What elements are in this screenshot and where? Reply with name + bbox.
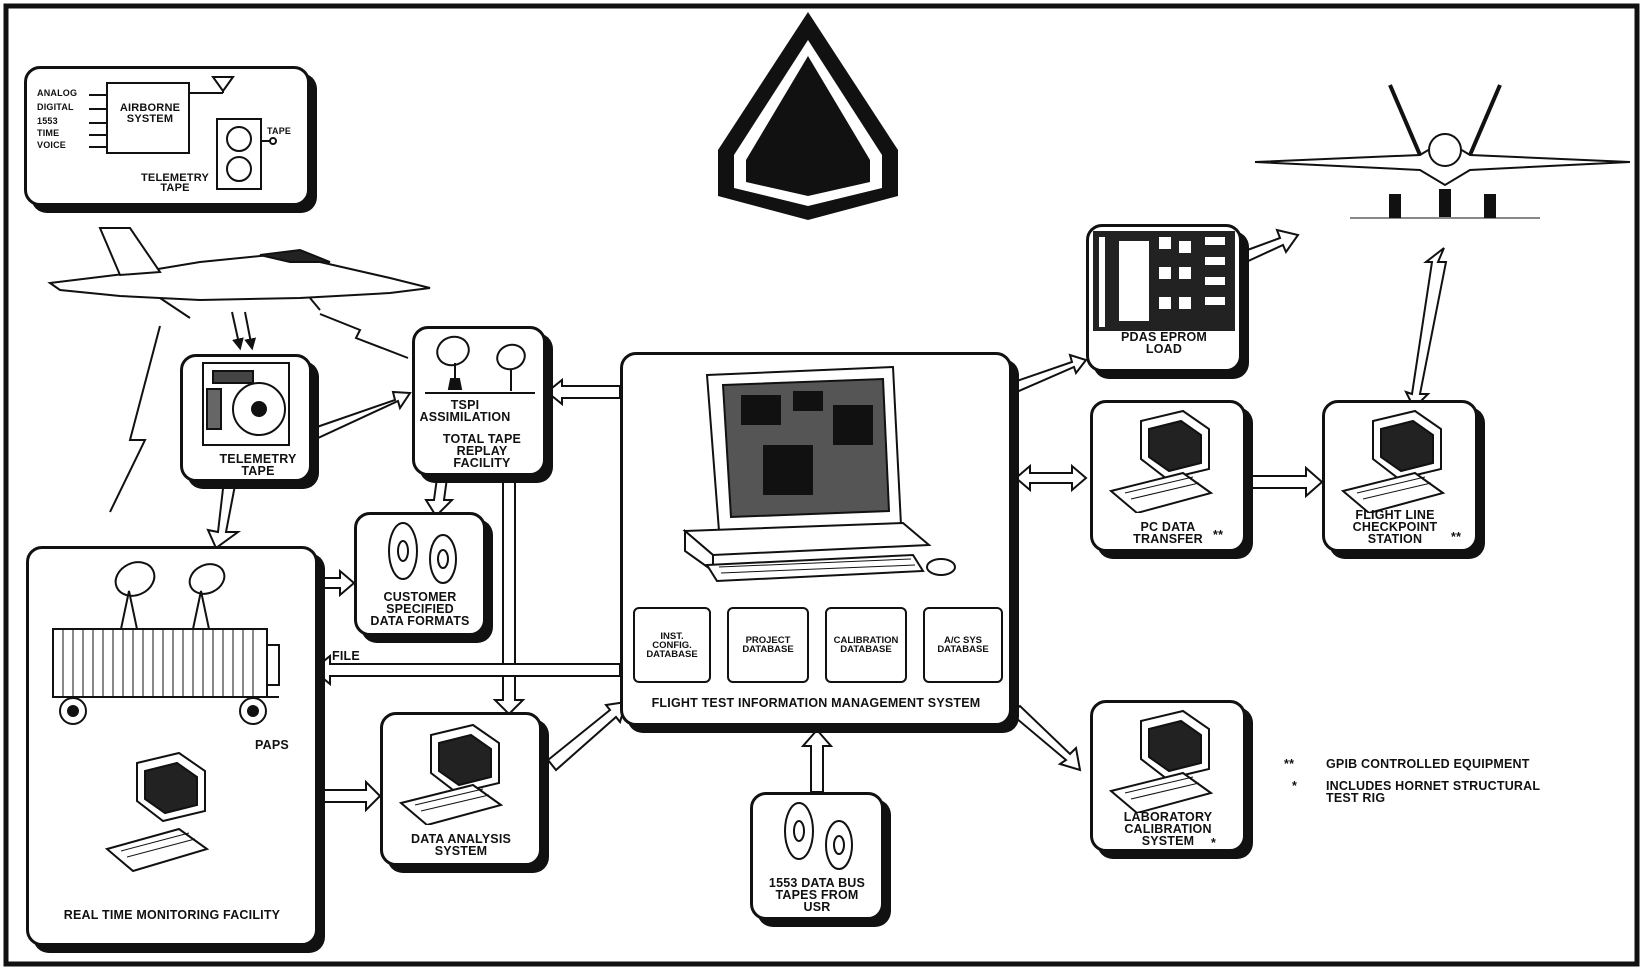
- flight-line-panel: FLIGHT LINE CHECKPOINT STATION **: [1322, 400, 1478, 552]
- lab-cal-label: LABORATORY CALIBRATION SYSTEM: [1109, 811, 1227, 847]
- file-label: FILE: [332, 650, 360, 662]
- input-1553: 1553: [37, 117, 58, 126]
- total-tape-replay-label: TOTAL TAPE REPLAY FACILITY: [425, 433, 539, 469]
- radar-dish-icon: [415, 329, 543, 399]
- input-digital: DIGITAL: [37, 103, 74, 112]
- airborne-tape-side-label: TAPE: [267, 127, 291, 136]
- pdas-label: PDAS EPROM LOAD: [1089, 331, 1239, 355]
- ftims-panel: INST. CONFIG. DATABASE PROJECT DATABASE …: [620, 352, 1012, 726]
- customer-formats-panel: CUSTOMER SPECIFIED DATA FORMATS: [354, 512, 486, 636]
- airborne-tape-label: TELEMETRY TAPE: [133, 173, 217, 193]
- telemetry-tape-panel: TELEMETRY TAPE: [180, 354, 312, 482]
- ftims-label: FLIGHT TEST INFORMATION MANAGEMENT SYSTE…: [623, 697, 1009, 709]
- input-analog: ANALOG: [37, 89, 77, 98]
- pdas-panel: PDAS EPROM LOAD: [1086, 224, 1242, 372]
- computer-icon: [1093, 403, 1243, 513]
- workstation-icon: [623, 355, 1009, 583]
- tspi-label: TSPI ASSIMILATION: [415, 399, 515, 423]
- realtime-monitoring-label: REAL TIME MONITORING FACILITY: [29, 909, 315, 921]
- ardl-logo-icon: [718, 12, 898, 220]
- data-analysis-panel: DATA ANALYSIS SYSTEM: [380, 712, 542, 866]
- lightning-icon: [320, 314, 408, 358]
- computer-icon: [1093, 703, 1243, 813]
- legend-mark-gpib: **: [1284, 758, 1294, 770]
- computer-icon: [383, 715, 539, 825]
- jet-front-icon: [1255, 85, 1630, 218]
- inst-config-database: INST. CONFIG. DATABASE: [633, 607, 711, 683]
- pc-transfer-panel: PC DATA TRANSFER **: [1090, 400, 1246, 552]
- airborne-system-label: AIRBORNE SYSTEM: [111, 103, 189, 125]
- bus-tapes-panel: 1553 DATA BUS TAPES FROM USR: [750, 792, 884, 920]
- bus-tapes-label: 1553 DATA BUS TAPES FROM USR: [753, 877, 881, 913]
- airborne-system-panel: ANALOG DIGITAL 1553 TIME VOICE AIRBORNE …: [24, 66, 310, 206]
- customer-formats-label: CUSTOMER SPECIFIED DATA FORMATS: [357, 591, 483, 627]
- lab-cal-mark: *: [1211, 837, 1216, 849]
- calibration-database: CALIBRATION DATABASE: [825, 607, 907, 683]
- paps-label: PAPS: [255, 739, 289, 751]
- lab-cal-panel: LABORATORY CALIBRATION SYSTEM *: [1090, 700, 1246, 852]
- computer-icon: [1325, 403, 1475, 513]
- input-voice: VOICE: [37, 141, 66, 150]
- legend-mark-hornet: *: [1292, 780, 1297, 792]
- pc-transfer-label: PC DATA TRANSFER: [1113, 521, 1223, 545]
- pc-transfer-mark: **: [1213, 529, 1223, 541]
- tape-reels-icon: [357, 515, 483, 585]
- ac-sys-database: A/C SYS DATABASE: [923, 607, 1003, 683]
- input-time: TIME: [37, 129, 59, 138]
- flight-line-mark: **: [1451, 531, 1461, 543]
- data-analysis-label: DATA ANALYSIS SYSTEM: [383, 833, 539, 857]
- flight-line-label: FLIGHT LINE CHECKPOINT STATION: [1335, 509, 1455, 545]
- telemetry-tape-label: TELEMETRY TAPE: [213, 453, 303, 477]
- lightning-icon: [110, 326, 160, 512]
- arrow-connector: [232, 312, 252, 348]
- legend-text-hornet: INCLUDES HORNET STRUCTURAL TEST RIG: [1326, 780, 1540, 804]
- tspi-replay-panel: TSPI ASSIMILATION TOTAL TAPE REPLAY FACI…: [412, 326, 546, 476]
- legend-text-gpib: GPIB CONTROLLED EQUIPMENT: [1326, 758, 1530, 770]
- realtime-monitoring-panel: PAPS REAL TIME MONITORING FACILITY: [26, 546, 318, 946]
- jet-side-icon: [50, 228, 430, 318]
- tape-reels-icon: [753, 795, 881, 875]
- project-database: PROJECT DATABASE: [727, 607, 809, 683]
